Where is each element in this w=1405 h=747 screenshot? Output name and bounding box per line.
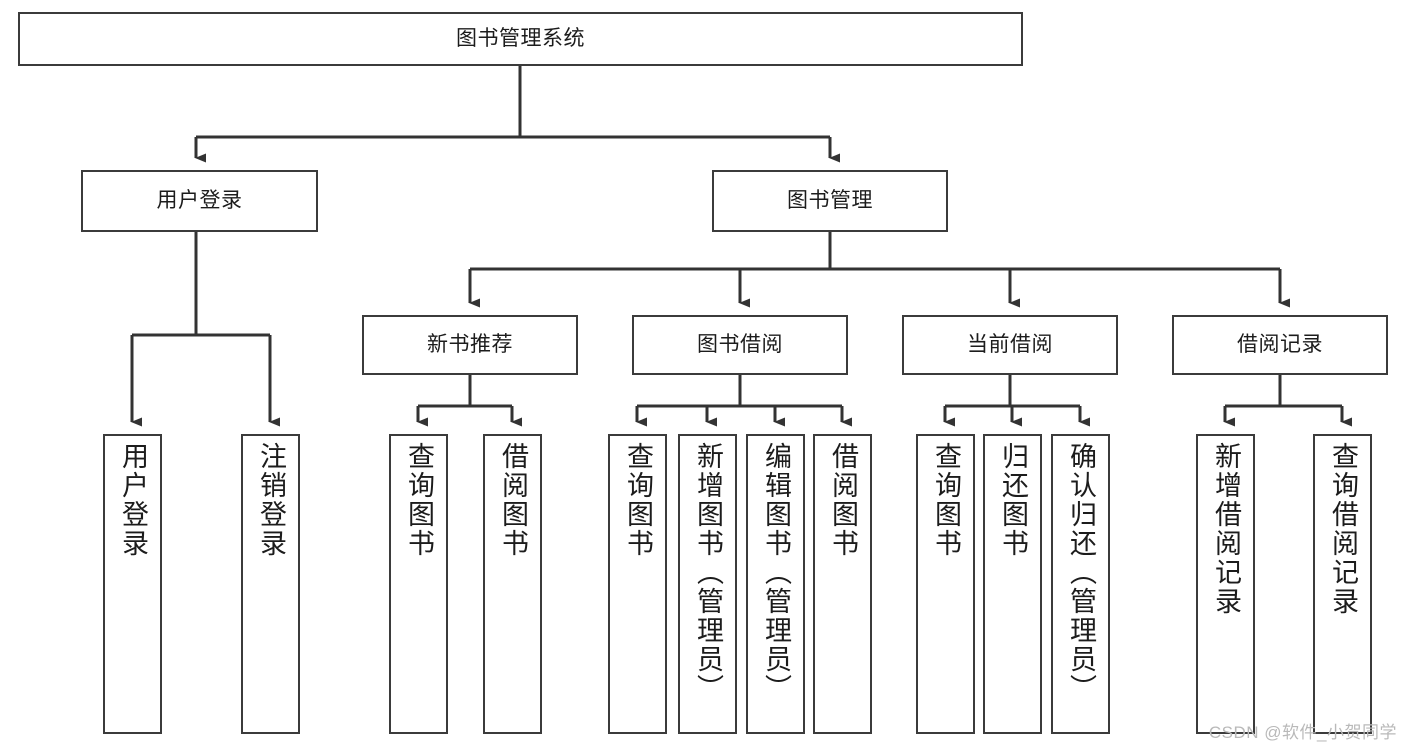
- node-label: 图书管理系统: [456, 26, 585, 50]
- node-borrow-record[interactable]: 借阅记录: [1172, 315, 1388, 375]
- watermark-text: CSDN @软件_小贺同学: [1208, 723, 1397, 742]
- node-label: 归还图书: [998, 442, 1028, 558]
- node-book-borrow[interactable]: 图书借阅: [632, 315, 848, 375]
- node-book-management[interactable]: 图书管理: [712, 170, 948, 232]
- node-label: 借阅图书: [498, 442, 528, 558]
- node-label: 当前借阅: [967, 332, 1053, 356]
- leaf-query-book-current[interactable]: 查询图书: [916, 434, 975, 734]
- node-label: 新增图书（管理员）: [693, 442, 723, 703]
- leaf-borrow-book[interactable]: 借阅图书: [813, 434, 872, 734]
- node-label: 编辑图书（管理员）: [761, 442, 791, 703]
- node-label: 借阅图书: [828, 442, 858, 558]
- leaf-borrow-book-recommend[interactable]: 借阅图书: [483, 434, 542, 734]
- node-label: 图书管理: [787, 188, 873, 212]
- leaf-user-login[interactable]: 用户登录: [103, 434, 162, 734]
- node-root[interactable]: 图书管理系统: [18, 12, 1023, 66]
- node-label: 新增借阅记录: [1211, 442, 1241, 616]
- leaf-query-borrow-record[interactable]: 查询借阅记录: [1313, 434, 1372, 734]
- node-label: 借阅记录: [1237, 332, 1323, 356]
- leaf-add-book-admin[interactable]: 新增图书（管理员）: [678, 434, 737, 734]
- node-label: 查询图书: [404, 442, 434, 558]
- node-label: 图书借阅: [697, 332, 783, 356]
- node-label: 新书推荐: [427, 332, 513, 356]
- node-label: 注销登录: [256, 442, 286, 558]
- leaf-return-book[interactable]: 归还图书: [983, 434, 1042, 734]
- leaf-query-book-borrow[interactable]: 查询图书: [608, 434, 667, 734]
- leaf-logout[interactable]: 注销登录: [241, 434, 300, 734]
- node-label: 查询图书: [931, 442, 961, 558]
- node-current-borrow[interactable]: 当前借阅: [902, 315, 1118, 375]
- node-label: 查询图书: [623, 442, 653, 558]
- leaf-query-book-recommend[interactable]: 查询图书: [389, 434, 448, 734]
- node-new-book-recommend[interactable]: 新书推荐: [362, 315, 578, 375]
- leaf-confirm-return-admin[interactable]: 确认归还（管理员）: [1051, 434, 1110, 734]
- node-label: 用户登录: [156, 188, 243, 212]
- leaf-edit-book-admin[interactable]: 编辑图书（管理员）: [746, 434, 805, 734]
- node-label: 查询借阅记录: [1328, 442, 1358, 616]
- node-label: 用户登录: [118, 442, 148, 558]
- node-label: 确认归还（管理员）: [1066, 442, 1096, 703]
- leaf-add-borrow-record[interactable]: 新增借阅记录: [1196, 434, 1255, 734]
- node-user-login[interactable]: 用户登录: [81, 170, 318, 232]
